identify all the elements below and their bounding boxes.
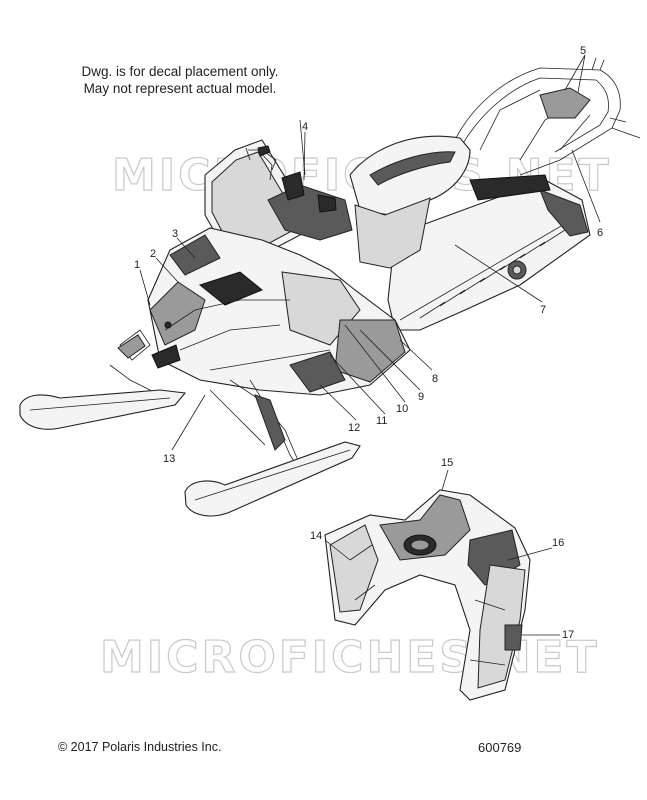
callout-7: 7 bbox=[540, 304, 546, 316]
placement-note-line-2: May not represent actual model. bbox=[83, 81, 277, 96]
leader-lines bbox=[139, 54, 601, 636]
placement-note: Dwg. is for decal placement only. May no… bbox=[40, 63, 320, 97]
copyright-text: © 2017 Polaris Industries Inc. bbox=[58, 740, 222, 754]
callout-5: 5 bbox=[580, 45, 586, 57]
callout-10: 10 bbox=[396, 403, 408, 415]
drawing-number: 600769 bbox=[478, 740, 522, 755]
callout-12: 12 bbox=[348, 422, 360, 434]
callout-2: 2 bbox=[150, 248, 156, 260]
callout-9: 9 bbox=[418, 391, 424, 403]
callouts: 1 2 3 4 5 6 7 8 9 10 11 12 13 14 15 16 1… bbox=[134, 45, 603, 641]
callout-13: 13 bbox=[163, 453, 175, 465]
callout-17: 17 bbox=[562, 629, 574, 641]
callout-14: 14 bbox=[310, 530, 322, 542]
callout-3: 3 bbox=[172, 228, 178, 240]
hood-part-illustration bbox=[324, 489, 531, 701]
snowmobile-illustration bbox=[19, 57, 641, 517]
callout-4: 4 bbox=[302, 121, 308, 133]
callout-6: 6 bbox=[597, 227, 603, 239]
callout-8: 8 bbox=[432, 373, 438, 385]
watermark-bottom: MICROFICHES.NET bbox=[100, 632, 600, 683]
callout-11: 11 bbox=[376, 415, 387, 427]
placement-note-line-1: Dwg. is for decal placement only. bbox=[81, 64, 279, 79]
callout-1: 1 bbox=[134, 259, 140, 271]
callout-16: 16 bbox=[552, 537, 564, 549]
callout-15: 15 bbox=[441, 457, 453, 469]
